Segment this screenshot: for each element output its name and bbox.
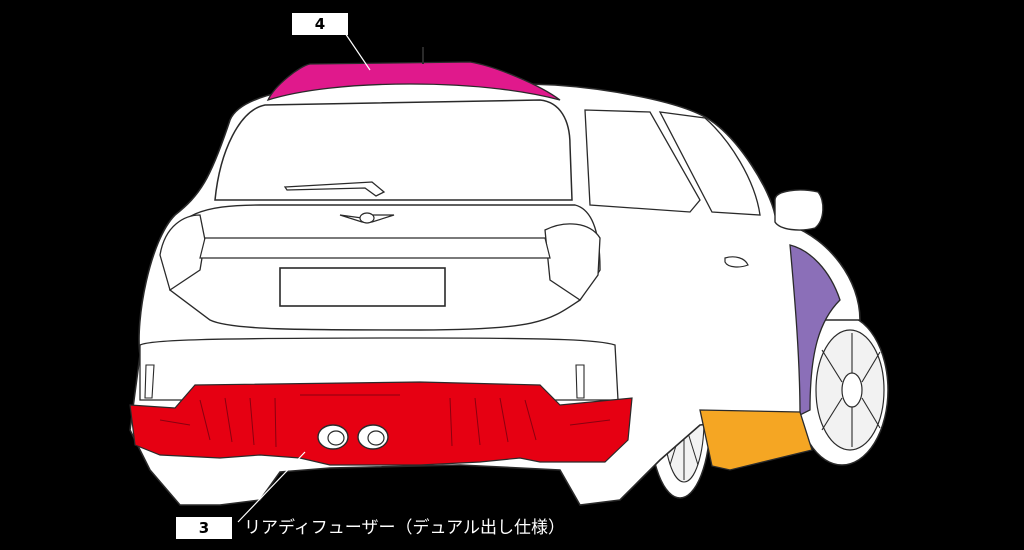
callout-4-number: 4 xyxy=(292,13,348,35)
side-window-rear xyxy=(658,111,761,216)
leader-line-3 xyxy=(237,451,306,523)
fender-flare xyxy=(789,244,841,417)
roof-spoiler xyxy=(266,61,561,102)
brand-logo xyxy=(339,212,395,224)
reflector-left xyxy=(144,364,155,399)
license-plate xyxy=(279,267,446,307)
rear-diffuser xyxy=(129,381,633,466)
callout-3-number: 3 xyxy=(176,517,232,539)
light-bar xyxy=(199,237,551,259)
reflector-right xyxy=(575,364,585,399)
side-mirror xyxy=(774,189,824,231)
callout-3-label: リアディフューザー（デュアル出し仕様） xyxy=(244,518,565,538)
side-skirt xyxy=(699,409,813,471)
door-handle xyxy=(724,256,749,268)
leader-line-4 xyxy=(344,32,371,71)
rear-right-wheel xyxy=(795,314,889,466)
tail-light-right xyxy=(544,223,601,301)
side-window xyxy=(584,109,701,213)
rear-window xyxy=(214,99,573,201)
rear-wiper xyxy=(283,181,386,197)
